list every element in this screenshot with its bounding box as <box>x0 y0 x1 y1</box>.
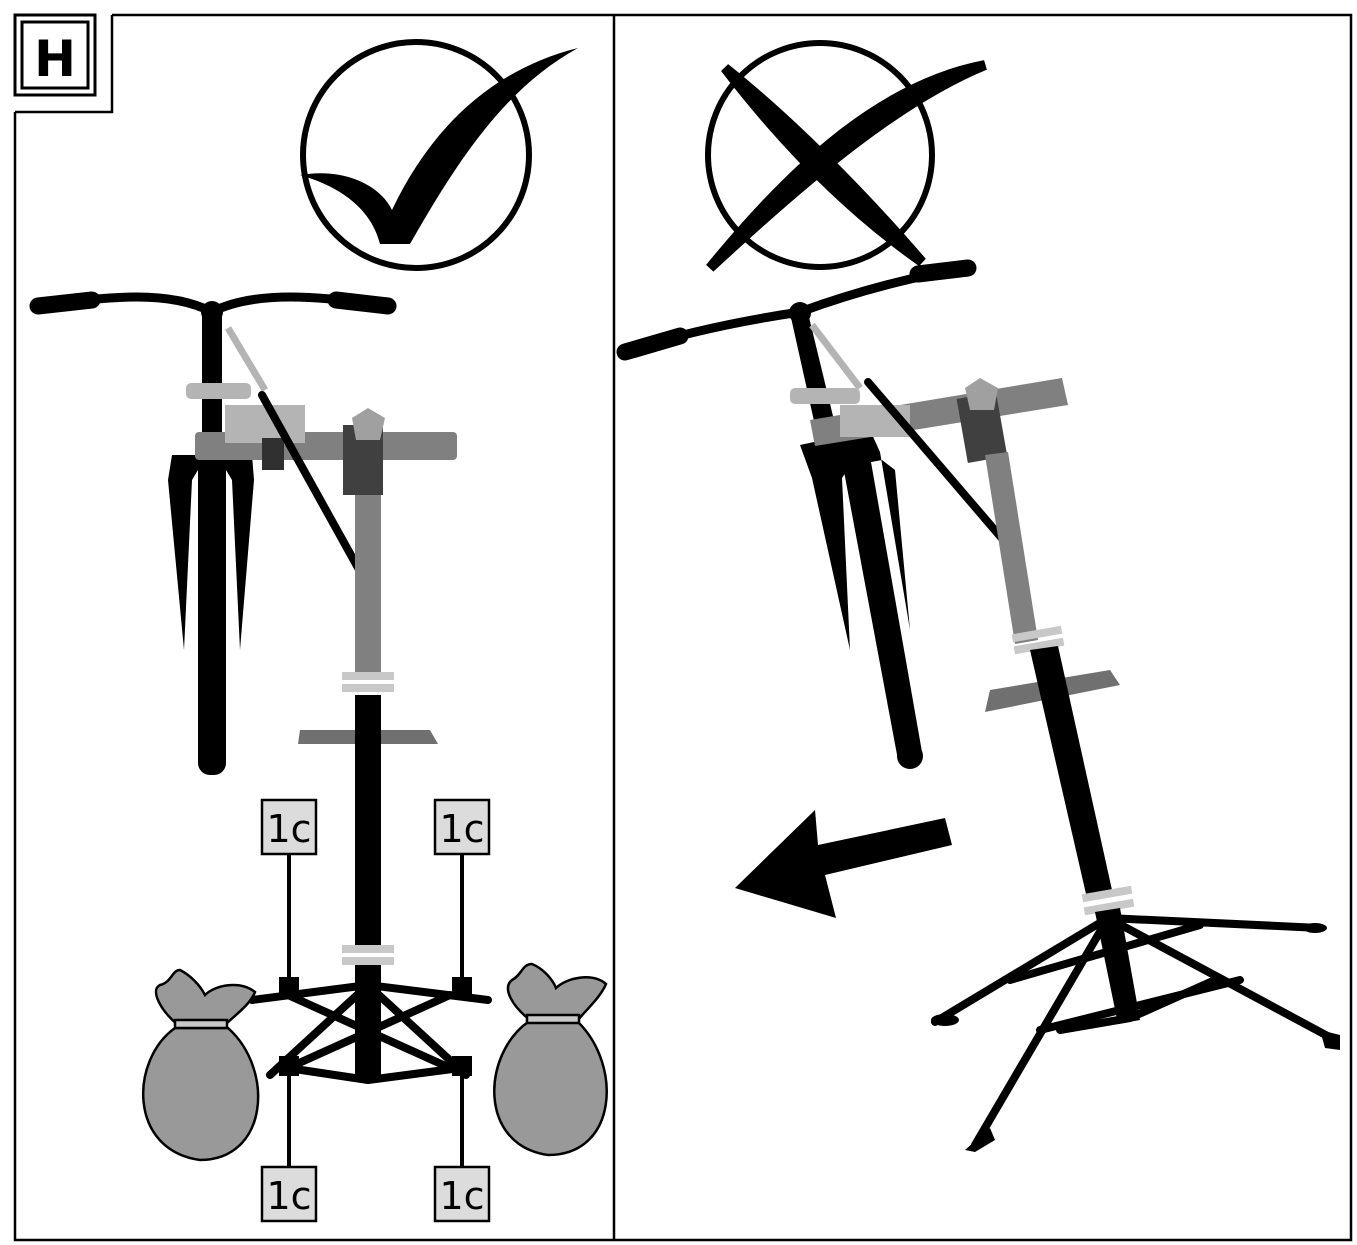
repair-stand-upright <box>186 326 492 1084</box>
callout-1c-top-left: 1c <box>260 798 318 997</box>
callout-1c-bottom-left: 1c <box>260 1056 318 1223</box>
checkmark-icon <box>300 39 578 271</box>
callout-1c-bottom-right: 1c <box>433 1056 491 1223</box>
incorrect-panel <box>616 40 1340 1152</box>
correct-panel: 1c 1c 1c 1c <box>29 39 608 1223</box>
sandbag-left <box>141 968 260 1162</box>
callout-label: 1c <box>439 1174 484 1218</box>
callout-label: 1c <box>266 807 311 851</box>
sandbag-right <box>493 962 608 1157</box>
figure-tag-label: H <box>34 30 76 88</box>
figure-tag: H <box>13 13 97 97</box>
bike-and-stand-tipping <box>616 259 1340 1152</box>
callout-1c-top-right: 1c <box>433 798 491 997</box>
cross-icon <box>705 40 987 272</box>
callout-label: 1c <box>266 1174 311 1218</box>
arrow-left-icon <box>735 810 952 918</box>
diagram-frame <box>13 13 1353 1242</box>
bike-front-left <box>29 291 397 775</box>
callout-label: 1c <box>439 807 484 851</box>
